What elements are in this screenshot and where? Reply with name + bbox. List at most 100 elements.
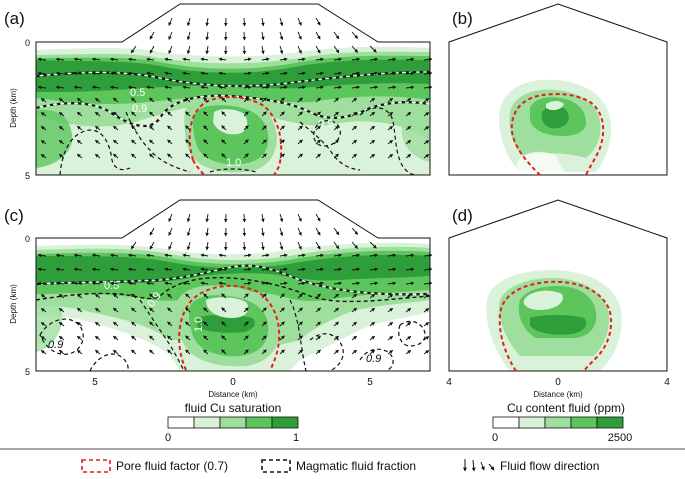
flow-vector	[185, 139, 191, 145]
flow-vector	[131, 307, 137, 313]
panel-c-depth-axis-label: Depth (km)	[9, 284, 18, 324]
panel-b: (b)	[448, 3, 668, 176]
legend-pore-fluid-label: Pore fluid factor (0.7)	[116, 459, 228, 473]
flow-vector	[333, 293, 339, 299]
flow-vector	[221, 139, 227, 145]
flow-vector	[112, 125, 119, 131]
flow-vector	[94, 111, 101, 117]
flow-vector	[185, 349, 191, 355]
flow-vector	[405, 281, 415, 286]
flow-vector	[243, 85, 252, 90]
flow-vector	[203, 125, 209, 131]
flow-vector	[369, 97, 376, 103]
flow-vector	[279, 71, 288, 76]
flow-vector	[149, 45, 155, 54]
panel-c-magmatic-right	[359, 348, 394, 372]
flow-vector	[279, 307, 285, 313]
flow-vector	[146, 57, 155, 62]
flow-vector	[369, 253, 379, 258]
flow-vector	[405, 154, 412, 159]
flow-vector	[387, 97, 394, 103]
left-distance-label: Distance (km)	[208, 390, 258, 399]
flow-vector	[76, 349, 83, 355]
flow-vector	[221, 293, 227, 299]
flow-vector	[200, 281, 209, 286]
flow-vector	[351, 307, 358, 313]
flow-vector	[369, 281, 379, 286]
flow-vector	[387, 153, 394, 159]
flow-vector	[279, 241, 284, 251]
panel-a-magmatic-left	[59, 129, 131, 176]
flow-vector	[423, 140, 430, 145]
flow-vector	[297, 153, 303, 159]
flow-vector	[387, 111, 394, 117]
panel-c-contour-09	[35, 276, 431, 303]
flow-vector	[261, 97, 267, 103]
flow-vector	[243, 125, 249, 131]
flow-vector	[58, 154, 65, 159]
flow-vector	[76, 97, 83, 103]
flow-vector	[149, 125, 155, 131]
flow-vector	[186, 31, 191, 41]
flow-vector	[146, 267, 155, 272]
flow-vector	[333, 97, 339, 103]
flow-vector	[297, 97, 303, 103]
flow-vector	[91, 71, 101, 76]
flow-vector	[127, 71, 137, 76]
flow-vector	[279, 253, 288, 258]
flow-vector	[387, 71, 397, 76]
panel-c-label-05: 0.5	[104, 280, 119, 292]
flow-vector	[109, 71, 119, 76]
flow-vector	[279, 139, 285, 145]
flow-vector	[351, 45, 359, 53]
flow-vector	[315, 97, 321, 103]
flow-vector	[243, 335, 249, 341]
flow-vector	[243, 71, 252, 76]
flow-vector	[279, 349, 285, 355]
flow-vector	[109, 281, 119, 286]
flow-vector	[149, 227, 155, 236]
flow-vector	[242, 31, 247, 41]
flow-vector	[387, 139, 394, 145]
flow-vector	[405, 322, 412, 327]
legend-pore-fluid-swatch	[81, 459, 111, 473]
flow-vector	[369, 153, 376, 159]
flow-vector	[279, 85, 288, 90]
flow-vector	[387, 267, 397, 272]
flow-vector	[164, 57, 173, 62]
flow-vector	[167, 97, 173, 103]
left-tick-1: 5	[92, 377, 98, 388]
flow-vector	[423, 350, 430, 355]
flow-vector	[405, 350, 412, 355]
flow-vector	[149, 335, 155, 341]
flow-vector	[218, 85, 227, 90]
flow-vector	[243, 57, 252, 62]
flow-vector	[351, 125, 358, 131]
flow-vector	[182, 71, 191, 76]
flow-vector	[261, 307, 267, 313]
flow-vector	[315, 153, 321, 159]
colorbar-saturation-max: 1	[293, 432, 299, 444]
flow-vector	[369, 307, 376, 313]
flow-vector	[112, 139, 119, 145]
flow-vector	[146, 71, 155, 76]
flow-vector	[261, 111, 267, 117]
flow-vector	[109, 57, 119, 62]
flow-vector	[297, 253, 306, 258]
flow-vector	[315, 321, 321, 327]
panel-d-label: (d)	[452, 206, 473, 225]
flow-vector	[218, 57, 227, 62]
flow-vector	[405, 336, 412, 341]
flow-vector	[76, 293, 83, 299]
flow-vector	[242, 213, 247, 223]
flow-vector	[205, 31, 209, 41]
flow-vector	[279, 45, 284, 55]
flow-vector	[387, 293, 394, 299]
flow-vector	[168, 213, 173, 222]
flow-vector	[112, 111, 119, 117]
flow-vector	[423, 71, 433, 76]
flow-vector	[221, 153, 227, 159]
flow-vector	[261, 31, 265, 41]
flow-vector	[333, 125, 339, 131]
flow-vector	[203, 97, 209, 103]
